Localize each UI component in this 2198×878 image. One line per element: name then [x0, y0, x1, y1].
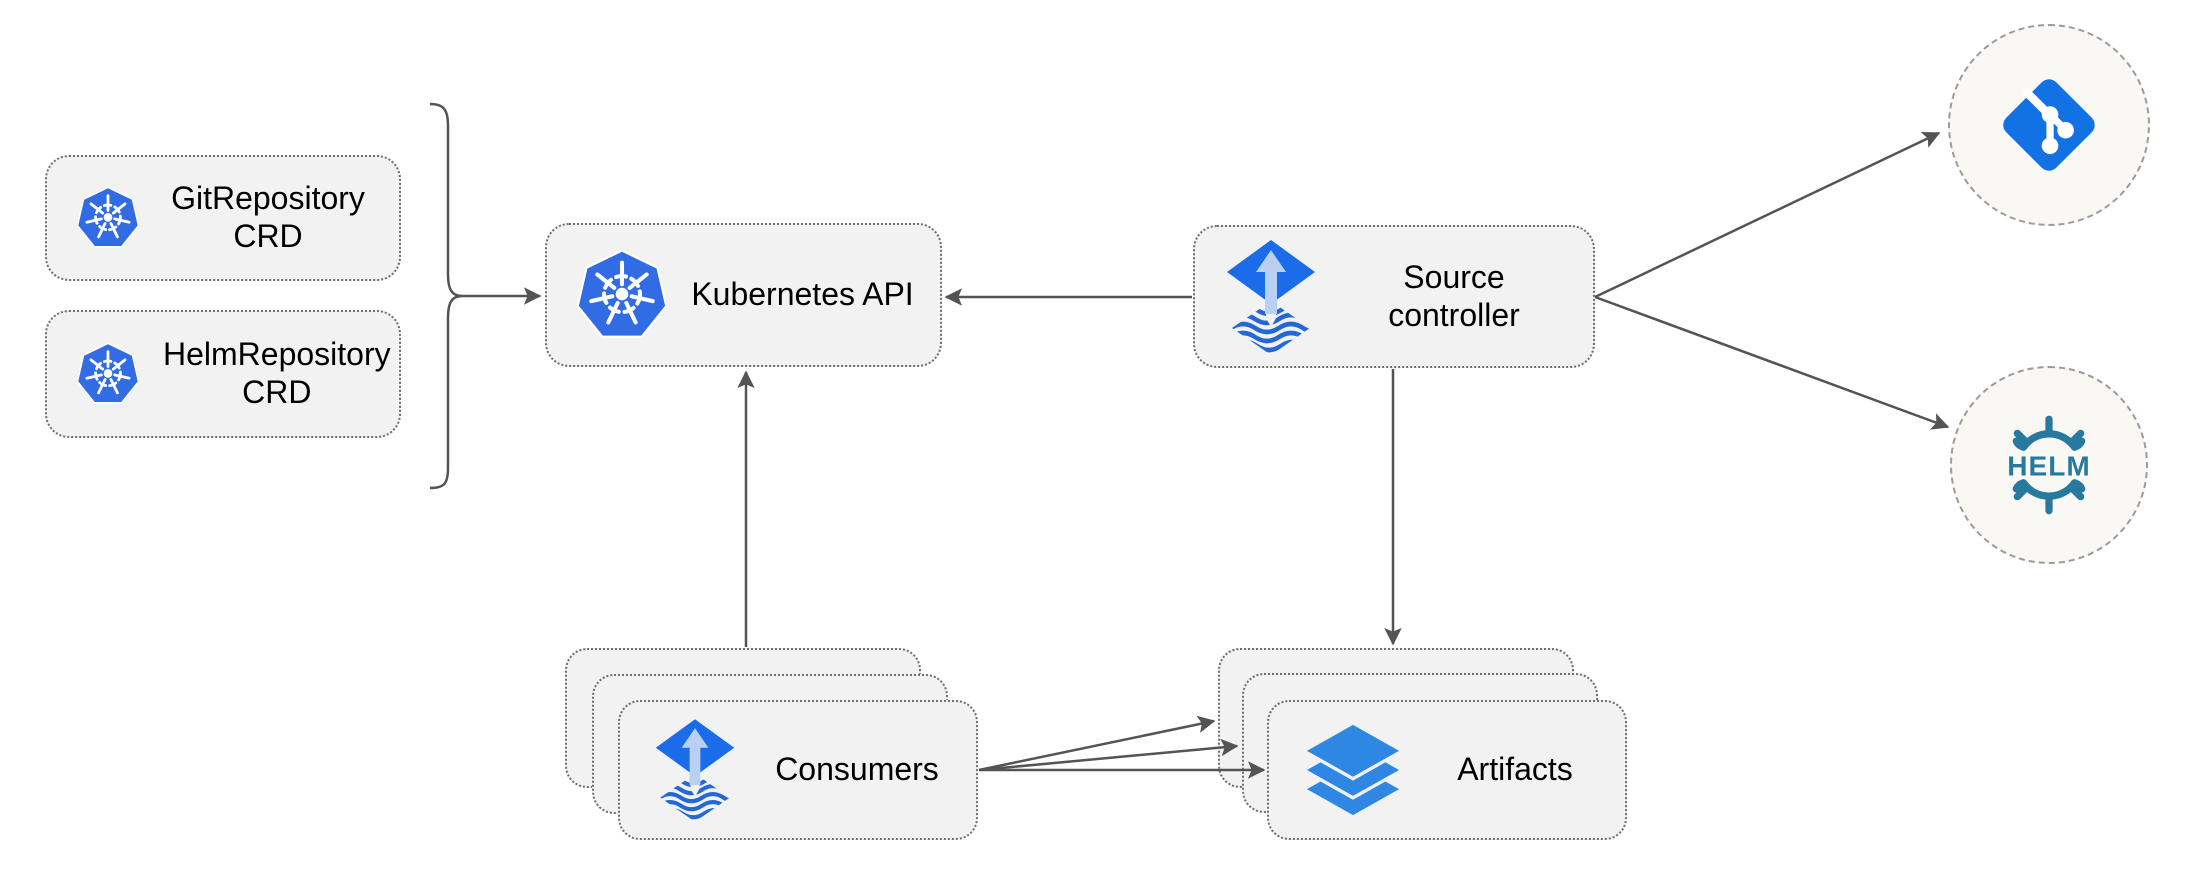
- kubernetes-icon: [77, 342, 139, 404]
- stack-artifacts: Artifacts: [1218, 648, 1630, 842]
- node-label-helmrepository-crd: HelmRepository CRD: [163, 336, 391, 410]
- flux-icon: [1227, 239, 1315, 352]
- consumers-card-front: Consumers: [618, 700, 978, 840]
- artifacts-card-front: Artifacts: [1267, 700, 1627, 840]
- node-helm-registry: HELM: [1950, 366, 2148, 564]
- layers-icon: [1303, 723, 1403, 817]
- git-icon: [2003, 79, 2095, 171]
- kubernetes-icon: [77, 186, 139, 248]
- helm-icon: HELM: [2007, 415, 2091, 515]
- arrow-consumers-to-artifacts-2: [978, 738, 1239, 772]
- node-label-gitrepository-crd: GitRepository CRD: [171, 180, 365, 254]
- helm-logo-text: HELM: [2007, 450, 2091, 481]
- node-git-repository: [1948, 24, 2150, 226]
- kubernetes-icon: [577, 249, 667, 338]
- flux-icon: [655, 719, 735, 820]
- node-label-source-controller: Source controller: [1388, 258, 1520, 333]
- node-helmrepository-crd: HelmRepository CRD: [45, 310, 401, 438]
- arrow-consumers-to-artifacts-1: [978, 715, 1216, 772]
- node-label-artifacts: Artifacts: [1457, 751, 1573, 788]
- brace-crds-group: [429, 102, 463, 490]
- arrow-source-controller-to-helm: [1594, 295, 1950, 430]
- node-label-kubernetes-api: Kubernetes API: [691, 276, 914, 313]
- stack-consumers: Consumers: [565, 648, 980, 842]
- arrow-source-controller-to-git: [1594, 131, 1941, 299]
- node-gitrepository-crd: GitRepository CRD: [45, 155, 401, 281]
- node-source-controller: Source controller: [1193, 225, 1595, 368]
- node-label-consumers: Consumers: [775, 751, 939, 788]
- node-kubernetes-api: Kubernetes API: [545, 223, 942, 367]
